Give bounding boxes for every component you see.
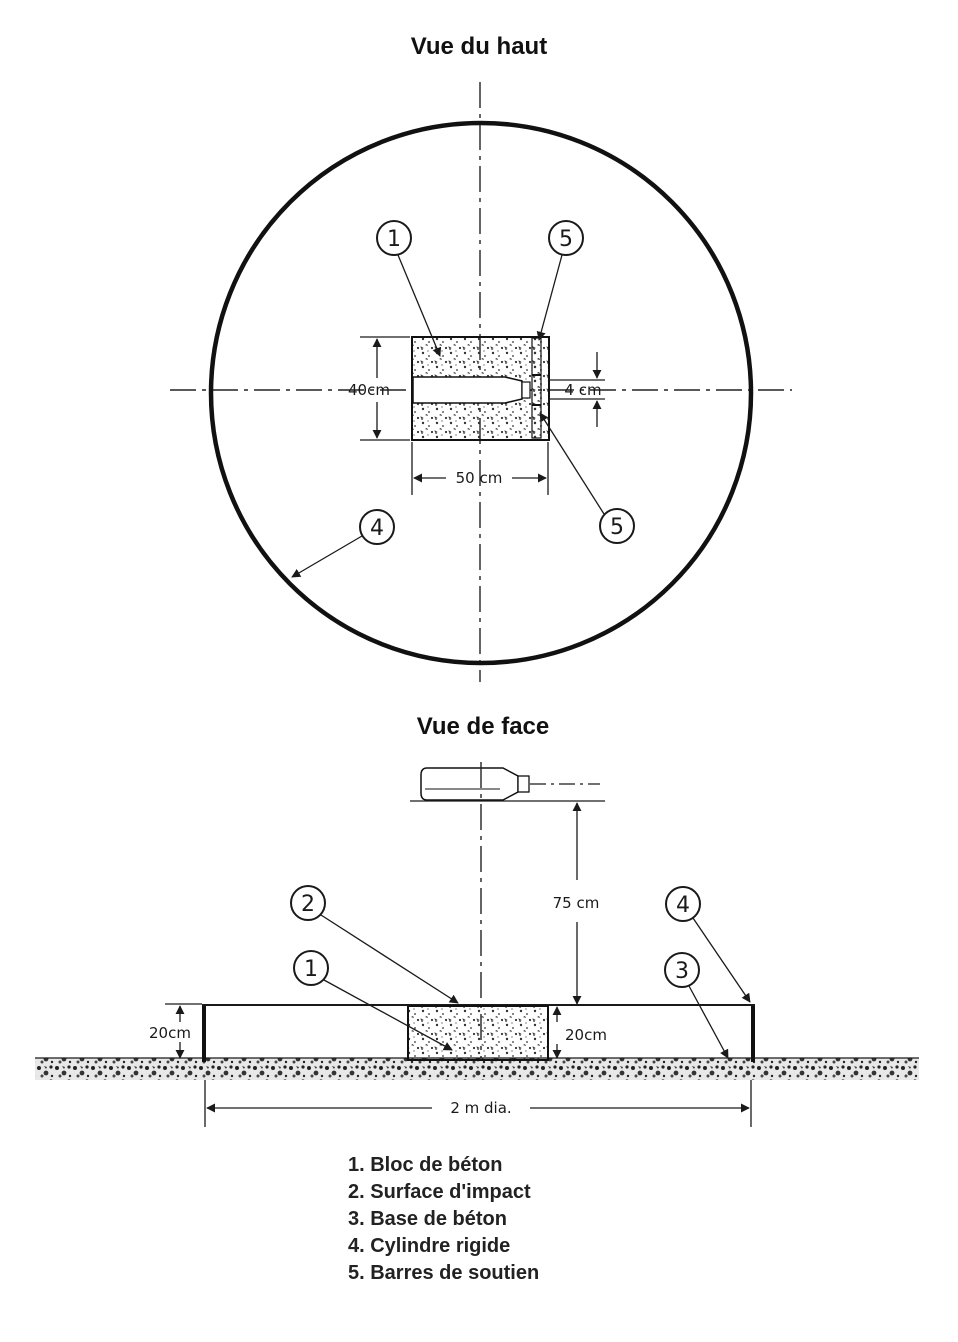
dimension-75cm: 75 cm [553,802,600,1005]
legend-item-2: 2. Surface d'impact [348,1181,531,1203]
bottle-side-view [410,767,605,802]
svg-text:1: 1 [304,957,318,982]
bottle-top-view [412,376,523,404]
dimension-50cm-label: 50 cm [456,469,503,487]
rigid-cylinder-outline [208,120,754,666]
support-bars-top [531,337,542,439]
dimension-50cm: 50 cm [411,442,549,495]
top-view: Vue du haut 40cm [170,33,792,682]
dimension-diameter-label: 2 m dia. [450,1099,511,1117]
svg-text:5: 5 [610,515,624,540]
svg-text:4: 4 [676,893,690,918]
front-view-title: Vue de face [417,713,550,740]
svg-text:1: 1 [387,227,401,252]
dimension-20cm-left-label: 20cm [149,1024,191,1042]
legend-item-1: 1. Bloc de béton [348,1154,502,1176]
dimension-40cm-label: 40cm [348,381,390,399]
svg-text:5: 5 [559,227,573,252]
dimension-diameter: 2 m dia. [204,1080,752,1127]
top-view-title: Vue du haut [411,33,547,60]
dimension-75cm-label: 75 cm [553,894,600,912]
callout-4-top: 4 [291,509,395,578]
dimension-20cm-right: 20cm [552,1006,607,1059]
legend-item-4: 4. Cylindre rigide [348,1235,510,1257]
concrete-block-front [407,1005,549,1061]
callout-2-front: 2 [290,885,459,1004]
callout-1-top: 1 [376,220,442,357]
callout-5-upper: 5 [536,220,584,341]
callout-3-front: 3 [664,952,729,1059]
dimension-4cm: 4 cm [548,352,605,427]
callout-5-lower: 5 [539,412,635,544]
legend-item-3: 3. Base de béton [348,1208,507,1230]
callout-4-front: 4 [665,886,751,1003]
bottle-cap-top [521,381,531,399]
callout-1-front: 1 [293,950,453,1051]
dimension-20cm-right-label: 20cm [565,1026,607,1044]
legend: 1. Bloc de béton 2. Surface d'impact 3. … [348,1154,539,1284]
svg-text:4: 4 [370,516,384,541]
dimension-40cm: 40cm [348,336,410,441]
front-view: Vue de face 75 cm [35,713,919,1127]
legend-item-5: 5. Barres de soutien [348,1262,539,1284]
dimension-4cm-label: 4 cm [564,381,601,399]
svg-text:2: 2 [301,892,315,917]
dimension-20cm-left: 20cm [149,1003,202,1059]
ground-surface [35,1058,919,1080]
svg-text:3: 3 [675,959,689,984]
